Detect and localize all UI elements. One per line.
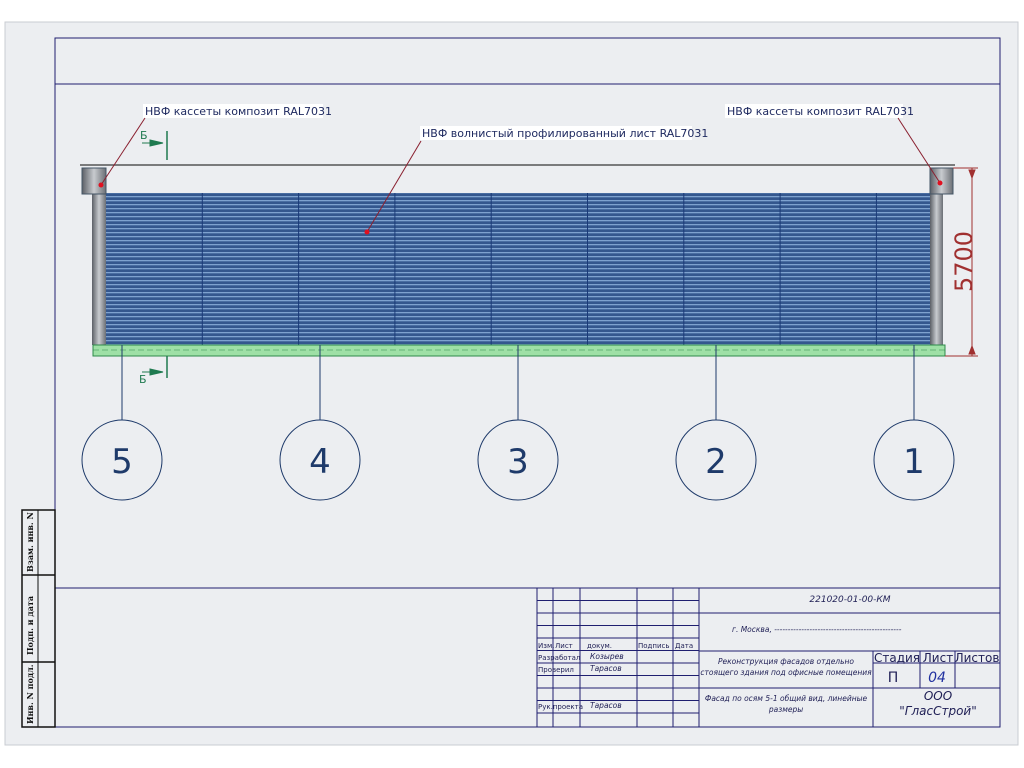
axis-bubble xyxy=(675,419,757,501)
callout-right: НВФ кассеты композит RAL7031 xyxy=(727,105,914,118)
base-strip xyxy=(92,344,946,357)
stage-value: П xyxy=(888,670,899,686)
stage-label: Стадия xyxy=(874,651,920,665)
axis-label: 3 xyxy=(507,442,529,482)
right-column xyxy=(930,190,943,345)
axis-label: 4 xyxy=(309,442,331,482)
stamp-label-original-inv: Инв. N подл. xyxy=(25,664,35,724)
axis-bubble xyxy=(279,419,361,501)
sheet-background xyxy=(4,21,1019,746)
section-label-top: Б xyxy=(140,129,148,142)
axis-label: 5 xyxy=(111,442,133,482)
project-line1: Реконструкция фасадов отдельно xyxy=(718,657,854,666)
doc-code: 221020-01-00-КМ xyxy=(809,595,890,605)
callouts: НВФ кассеты композит RAL7031 НВФ волнист… xyxy=(98,104,943,235)
stamp-label-replaced-inv: Взам. инв. N xyxy=(25,512,35,572)
stamp-label-sign-date: Подп. и дата xyxy=(25,596,35,655)
left-column xyxy=(92,190,106,345)
project-line2: стоящего здания под офисные помещения xyxy=(700,668,872,677)
header-doc: докум. xyxy=(587,642,612,650)
company-line1: ООО xyxy=(924,689,952,703)
sheet-title-line1: Фасад по осям 5-1 общий вид, линейные xyxy=(705,694,868,703)
title-block: 221020-01-00-КМ г. Москва, -------------… xyxy=(536,588,1000,727)
height-dimension: 5700 xyxy=(945,167,978,357)
sheets-label: Листов xyxy=(955,651,1000,665)
drawing-frame xyxy=(54,37,1001,728)
axis-markers: 5 4 3 2 1 xyxy=(81,345,955,501)
axis-bubble xyxy=(873,419,955,501)
name-pm: Тарасов xyxy=(590,701,622,710)
axis-label: 2 xyxy=(705,442,727,482)
dimension-value: 5700 xyxy=(950,231,978,292)
sheet-value: 04 xyxy=(928,670,946,686)
role-developer: Разработал xyxy=(538,654,580,662)
sheet-title-line2: размеры xyxy=(768,705,803,714)
side-stamp: Взам. инв. N Подп. и дата Инв. N подл. xyxy=(21,509,56,728)
role-pm: Рук.проекта xyxy=(538,703,583,711)
sheet-label: Лист xyxy=(923,651,953,665)
left-cassette xyxy=(81,167,107,195)
company-line2: "ГласСтрой" xyxy=(899,704,976,718)
role-checker: Проверил xyxy=(538,666,574,674)
name-developer: Козырев xyxy=(590,652,624,661)
callout-middle: НВФ волнистый профилированный лист RAL70… xyxy=(422,127,708,140)
city-line: г. Москва, -----------------------------… xyxy=(732,625,902,634)
axis-bubble xyxy=(477,419,559,501)
header-list: Лист xyxy=(555,642,573,650)
section-mark-top: Б xyxy=(140,129,168,160)
callout-left: НВФ кассеты композит RAL7031 xyxy=(145,105,332,118)
profiled-sheet-panel xyxy=(106,193,930,345)
header-izm: Изм. xyxy=(538,642,554,650)
facade xyxy=(80,164,955,357)
header-sign: Подпись xyxy=(638,642,670,650)
section-mark-bottom: Б xyxy=(139,356,168,386)
name-checker: Тарасов xyxy=(590,664,622,673)
panel-divisions xyxy=(201,193,877,345)
section-label-bottom: Б xyxy=(139,373,147,386)
axis-label: 1 xyxy=(903,442,925,482)
header-date: Дата xyxy=(675,642,693,650)
axis-bubble xyxy=(81,419,163,501)
